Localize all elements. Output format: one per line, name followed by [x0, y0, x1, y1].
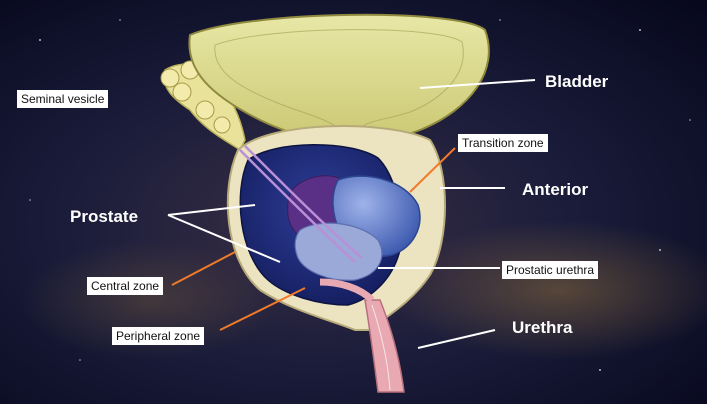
nebula-glow: [20, 240, 280, 360]
label-urethra: Urethra: [512, 318, 573, 337]
leader-lines: [167, 79, 536, 349]
label-anterior: Anterior: [522, 180, 589, 199]
urethra: [319, 278, 405, 393]
seminal-vesicle: [160, 60, 246, 152]
label-prostatic-urethra: Prostatic urethra: [502, 261, 599, 279]
nebula-glow: [390, 220, 707, 360]
label-bladder: Bladder: [545, 72, 609, 91]
label-peripheral-zone: Peripheral zone: [112, 327, 205, 345]
stars: [29, 19, 691, 371]
transition-zone: [294, 175, 421, 281]
label-prostate: Prostate: [70, 207, 139, 226]
label-central-zone: Central zone: [87, 277, 164, 295]
label-transition-zone: Transition zone: [458, 134, 548, 152]
ejaculatory-ducts: [239, 145, 363, 263]
label-seminal-vesicle: Seminal vesicle: [17, 90, 109, 108]
